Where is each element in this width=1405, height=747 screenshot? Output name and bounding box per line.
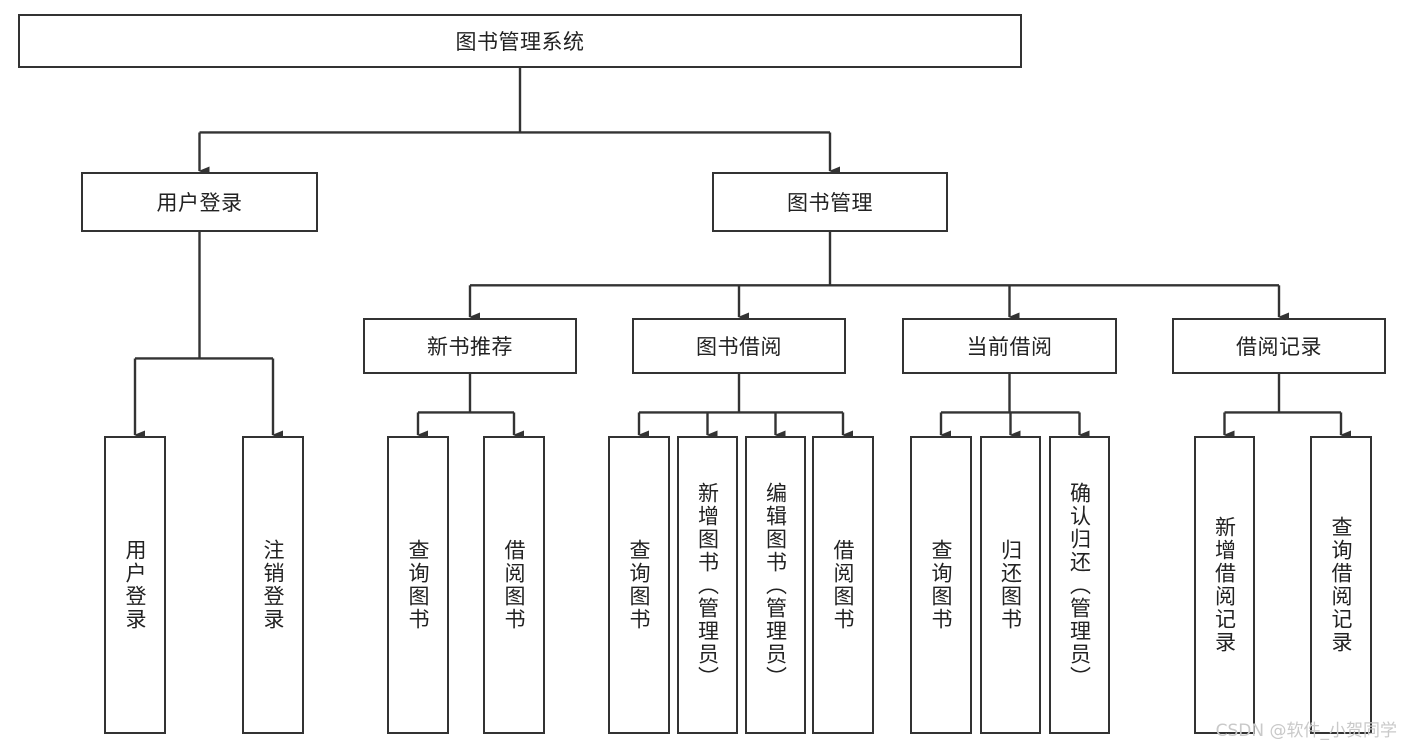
node-book-manage[interactable]: 图书管理 xyxy=(712,172,948,232)
node-book-borrow[interactable]: 图书借阅 xyxy=(632,318,846,374)
leaf-query-book-borrow-label: 查询图书 xyxy=(627,539,652,631)
node-user-login[interactable]: 用户登录 xyxy=(81,172,318,232)
node-user-login-label: 用户登录 xyxy=(156,191,243,215)
node-new-book-recommend-label: 新书推荐 xyxy=(427,335,513,359)
node-root[interactable]: 图书管理系统 xyxy=(18,14,1022,68)
node-book-manage-label: 图书管理 xyxy=(787,191,873,215)
leaf-confirm-return-label: 确认归还（管理员） xyxy=(1067,481,1092,689)
node-root-label: 图书管理系统 xyxy=(455,30,585,54)
node-current-borrow[interactable]: 当前借阅 xyxy=(902,318,1117,374)
leaf-borrow-book-recommend[interactable]: 借阅图书 xyxy=(483,436,545,734)
leaf-add-book-label: 新增图书（管理员） xyxy=(695,481,720,689)
watermark: CSDN @软件_小贺同学 xyxy=(1215,721,1397,741)
leaf-user-login[interactable]: 用户登录 xyxy=(104,436,166,734)
leaf-query-book-recommend-label: 查询图书 xyxy=(406,539,431,631)
leaf-borrow-book-recommend-label: 借阅图书 xyxy=(502,539,527,631)
leaf-return-book-label: 归还图书 xyxy=(998,539,1023,631)
leaf-borrow-book[interactable]: 借阅图书 xyxy=(812,436,874,734)
node-borrow-record[interactable]: 借阅记录 xyxy=(1172,318,1386,374)
leaf-query-book-current-label: 查询图书 xyxy=(929,539,954,631)
leaf-add-borrow-record[interactable]: 新增借阅记录 xyxy=(1194,436,1255,734)
node-book-borrow-label: 图书借阅 xyxy=(696,335,782,359)
leaf-logout-label: 注销登录 xyxy=(261,539,286,631)
leaf-query-book-borrow[interactable]: 查询图书 xyxy=(608,436,670,734)
leaf-user-login-label: 用户登录 xyxy=(123,539,148,631)
leaf-query-borrow-record-label: 查询借阅记录 xyxy=(1329,516,1354,654)
node-new-book-recommend[interactable]: 新书推荐 xyxy=(363,318,577,374)
leaf-query-borrow-record[interactable]: 查询借阅记录 xyxy=(1310,436,1372,734)
leaf-confirm-return[interactable]: 确认归还（管理员） xyxy=(1049,436,1110,734)
leaf-add-borrow-record-label: 新增借阅记录 xyxy=(1212,516,1237,654)
leaf-query-book-current[interactable]: 查询图书 xyxy=(910,436,972,734)
leaf-borrow-book-label: 借阅图书 xyxy=(831,539,856,631)
leaf-logout[interactable]: 注销登录 xyxy=(242,436,304,734)
leaf-edit-book-label: 编辑图书（管理员） xyxy=(763,481,788,689)
leaf-edit-book[interactable]: 编辑图书（管理员） xyxy=(745,436,806,734)
leaf-add-book[interactable]: 新增图书（管理员） xyxy=(677,436,738,734)
leaf-return-book[interactable]: 归还图书 xyxy=(980,436,1041,734)
node-current-borrow-label: 当前借阅 xyxy=(966,335,1053,359)
node-borrow-record-label: 借阅记录 xyxy=(1236,335,1322,359)
leaf-query-book-recommend[interactable]: 查询图书 xyxy=(387,436,449,734)
